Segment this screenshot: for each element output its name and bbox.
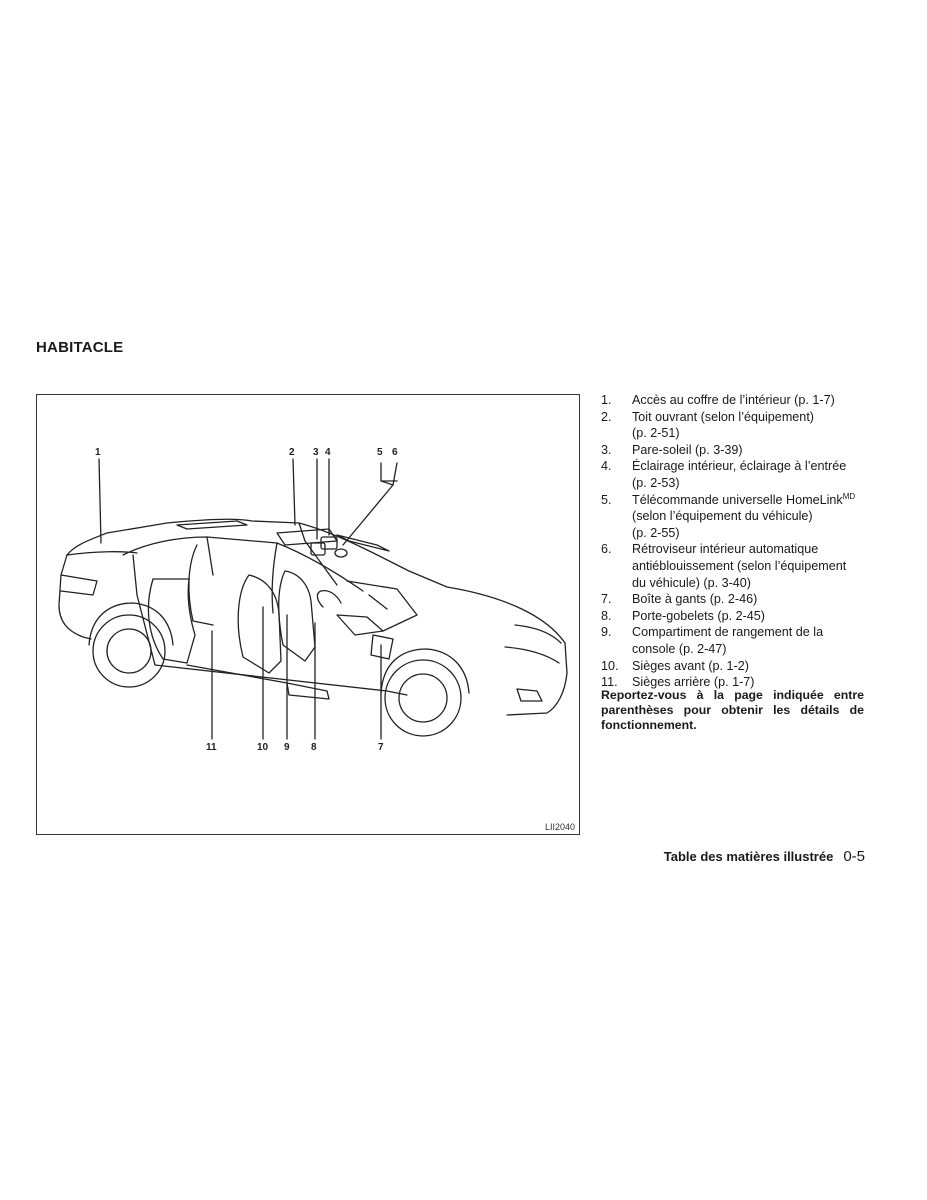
callout-9: 9: [284, 742, 290, 753]
item-number: 5.: [601, 492, 612, 507]
list-item: 8. Porte-gobelets (p. 2-45): [601, 608, 867, 625]
callout-4: 4: [325, 447, 331, 458]
item-text: Télécommande universelle HomeLink: [632, 492, 843, 507]
list-item: 3. Pare-soleil (p. 3-39): [601, 442, 867, 459]
callout-2: 2: [289, 447, 295, 458]
page-footer: Table des matières illustrée 0-5: [664, 848, 865, 865]
item-number: 8.: [601, 608, 612, 623]
callout-3: 3: [313, 447, 319, 458]
callout-8: 8: [311, 742, 317, 753]
item-text: du véhicule) (p. 3-40): [632, 575, 752, 590]
item-text: Porte-gobelets (p. 2-45): [632, 608, 766, 623]
callout-7: 7: [378, 742, 384, 753]
page-number: 0-5: [843, 848, 865, 865]
list-item: 5. Télécommande universelle HomeLinkMD (se…: [601, 492, 867, 542]
callout-1: 1: [95, 447, 101, 458]
callout-10: 10: [257, 742, 269, 753]
item-text: console (p. 2-47): [632, 641, 727, 656]
car-cutaway-drawing: 1 2 3 4 5 6 7 8 9 10 11: [58, 447, 568, 753]
item-text: Pare-soleil (p. 3-39): [632, 442, 743, 457]
figure-code: LII2040: [544, 822, 575, 832]
item-text: antiéblouissement (selon l’équipement: [632, 558, 847, 573]
reference-note: Reportez-vous à la page indiquée entre p…: [601, 688, 864, 732]
list-item: 10. Sièges avant (p. 1-2): [601, 658, 867, 675]
item-number: 4.: [601, 459, 612, 474]
item-text: Toit ouvrant (selon l’équipement): [632, 409, 815, 424]
list-item: 4. Éclairage intérieur, éclairage à l’ent…: [601, 458, 867, 491]
item-number: 10.: [601, 658, 619, 673]
item-text: Rétroviseur intérieur automatique: [632, 542, 819, 557]
callout-11: 11: [206, 742, 217, 753]
item-number: 9.: [601, 625, 612, 640]
callout-5: 5: [377, 447, 383, 458]
car-interior-illustration: 1 2 3 4 5 6 7 8 9 10 11 LII2040: [36, 394, 580, 835]
item-text: Sièges arrière (p. 1-7): [632, 675, 755, 690]
callout-6: 6: [392, 447, 398, 458]
footer-section-title: Table des matières illustrée: [663, 849, 834, 864]
component-list: 1. Accès au coffre de l’intérieur (p. 1-7…: [601, 392, 867, 691]
item-text: (p. 2-51): [632, 426, 680, 441]
item-text: (selon l’équipement du véhicule): [632, 509, 813, 524]
item-text: Boîte à gants (p. 2-46): [632, 592, 758, 607]
item-number: 1.: [601, 393, 612, 407]
list-item: 2. Toit ouvrant (selon l’équipement) (p. 2…: [601, 409, 867, 442]
item-text: (p. 2-53): [632, 475, 680, 490]
item-number: 6.: [601, 542, 612, 557]
item-text: Compartiment de rangement de la: [632, 625, 824, 640]
list-item: 11. Sièges arrière (p. 1-7): [601, 674, 867, 691]
item-text: Accès au coffre de l’intérieur (p. 1-7): [632, 393, 835, 407]
list-item: 1. Accès au coffre de l’intérieur (p. 1-7…: [601, 392, 867, 409]
item-number: 11.: [601, 675, 618, 690]
item-number: 3.: [601, 442, 612, 457]
list-item: 7. Boîte à gants (p. 2-46): [601, 591, 867, 608]
trademark-superscript: MD: [842, 491, 856, 501]
item-text: Éclairage intérieur, éclairage à l’entré…: [632, 459, 847, 474]
item-text: (p. 2-55): [632, 525, 680, 540]
item-number: 2.: [601, 409, 612, 424]
section-title: HABITACLE: [36, 339, 124, 356]
item-number: 7.: [601, 592, 612, 607]
item-text: Sièges avant (p. 1-2): [632, 658, 749, 673]
